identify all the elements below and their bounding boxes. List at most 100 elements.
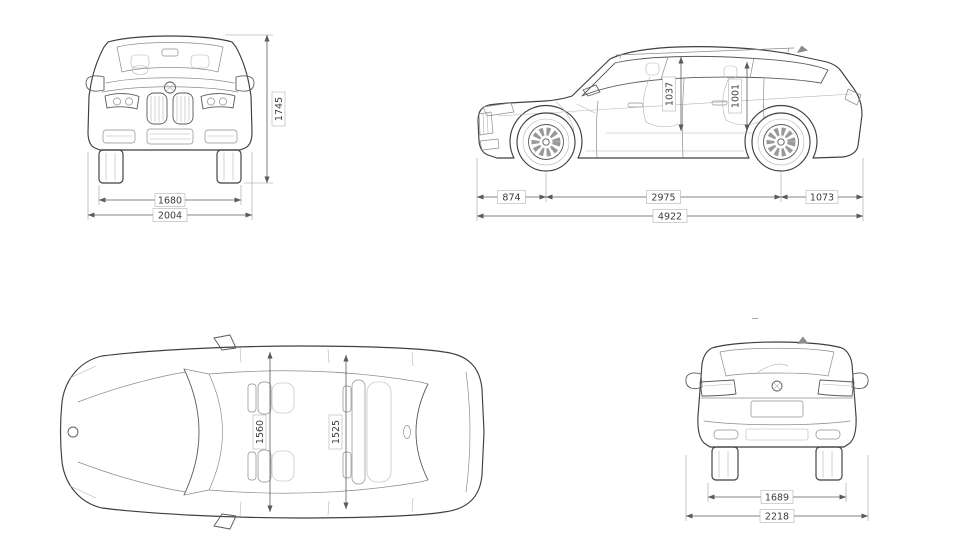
bmw-roundel-quadrants	[165, 83, 175, 92]
top-rear-interior-width-value: 1525	[331, 420, 342, 444]
side-mirror	[582, 84, 601, 97]
dim-label-track: 1689	[760, 490, 794, 504]
top-front-interior-width-value: 1560	[255, 420, 266, 444]
dim-label-height: 1745	[271, 91, 286, 127]
side-front-interior-height-value: 1037	[664, 82, 675, 106]
hood-crease-top	[77, 371, 187, 403]
headrest-right	[190, 54, 210, 69]
front-wheel-left	[98, 149, 124, 184]
headlight-hint-top	[69, 365, 97, 379]
rear-wheel-left	[711, 446, 739, 481]
c-pillar	[749, 57, 755, 79]
front-dimensions: 1745 1680 2004	[87, 34, 286, 222]
diffuser	[745, 428, 809, 441]
dim-label-box	[646, 190, 681, 204]
dim-label-wheelbase: 2975	[646, 190, 681, 204]
front-seat-cushion	[645, 121, 679, 128]
side-rear-overhang-value: 1073	[810, 192, 834, 203]
hood-line-lower	[101, 86, 239, 93]
door-seam-front	[595, 100, 599, 158]
dim-label-box	[662, 76, 676, 112]
bmw-roundel	[771, 380, 783, 392]
tailgate-arc	[465, 371, 471, 493]
roof-edge-bottom	[208, 481, 421, 494]
side-dimensions: 1037 1001 874 2975 1	[476, 56, 864, 223]
side-mirror-right	[235, 75, 255, 92]
side-grille-slats	[482, 112, 489, 135]
dim-label-width: 2004	[152, 208, 188, 222]
rear-wheel-left-tread	[718, 450, 729, 478]
top-view: 1560 1525	[59, 334, 485, 530]
taillight-right-inner	[821, 383, 851, 387]
front-intake	[479, 138, 500, 151]
dim-label-box	[328, 414, 343, 450]
bumper-intake-slats	[149, 133, 191, 140]
shark-fin-antenna	[797, 336, 808, 344]
a-pillars	[183, 368, 210, 496]
roof-antenna	[403, 425, 411, 439]
bumper-top-line	[703, 420, 851, 426]
front-seat-right-back	[257, 449, 272, 483]
rear-seat-back	[722, 79, 729, 121]
taillight-left-inner	[703, 383, 733, 387]
rear-headrest-right	[342, 451, 352, 479]
dim-label-rear-overhang: 1073	[805, 190, 839, 204]
front-track-value: 1680	[158, 195, 182, 206]
license-plate-recess	[750, 400, 804, 418]
b-pillar	[660, 56, 669, 80]
dim-label-box	[252, 414, 267, 450]
bumper-intake-right	[204, 129, 238, 144]
dim-label-front-overhang: 874	[497, 190, 526, 204]
dim-label-track: 1680	[154, 193, 186, 207]
roof-rail	[615, 47, 795, 59]
steering-wheel	[131, 65, 149, 75]
dim-label-box	[497, 190, 526, 204]
side-taillight	[844, 88, 862, 106]
front-width-value: 2004	[158, 210, 182, 221]
steering-column	[576, 103, 596, 114]
interior-seats	[247, 379, 392, 485]
front-seat-left-cushion	[271, 382, 295, 414]
side-body-outline	[477, 46, 863, 159]
rear-seat-cushion	[725, 119, 759, 126]
front-seat-back	[642, 76, 651, 123]
side-mirror-left	[85, 75, 105, 92]
glasshouse	[581, 55, 829, 97]
hood-line-upper	[105, 77, 235, 84]
rear-body-outline	[697, 341, 857, 448]
door-handle-rear	[711, 100, 728, 106]
bumper-center-intake	[146, 128, 194, 145]
front-view: 1745 1680 2004	[85, 34, 286, 222]
mirror-bottom	[213, 513, 237, 530]
rear-dimensions: 1689 2218	[685, 455, 869, 523]
rear-wheel	[752, 113, 810, 171]
top-car-drawing	[59, 334, 485, 530]
rear-bench-cushion	[366, 381, 392, 483]
mirror-left	[685, 372, 703, 390]
dim-label-rear-interior-height: 1001	[728, 78, 742, 114]
kidney-grille-left	[146, 92, 168, 125]
windshield	[116, 42, 224, 73]
dim-label-box	[152, 208, 188, 222]
headrest-left	[130, 54, 150, 69]
front-height-value: 1745	[274, 97, 285, 121]
bmw-roundel	[164, 81, 176, 94]
rear-window	[719, 347, 835, 377]
rear-wheel-right	[815, 446, 843, 481]
dim-label-box	[728, 78, 742, 114]
top-body-outline	[59, 345, 485, 519]
headlight-right	[200, 93, 236, 110]
exhaust-right	[815, 429, 841, 440]
dashboard	[555, 101, 575, 132]
front-seat-left-headrest	[247, 383, 257, 413]
side-kidney-grille	[478, 111, 494, 136]
kidney-grille-right	[172, 92, 194, 125]
hood-crease-bottom	[77, 461, 187, 493]
taillight-left	[699, 379, 737, 397]
front-seat-right-headrest	[247, 451, 257, 481]
front-wheel-right-tread	[223, 152, 234, 181]
door-handle-front	[627, 102, 644, 108]
dim-label-box	[154, 193, 186, 207]
front-wheel-right	[216, 149, 242, 184]
dim-label-length: 4922	[652, 209, 688, 223]
